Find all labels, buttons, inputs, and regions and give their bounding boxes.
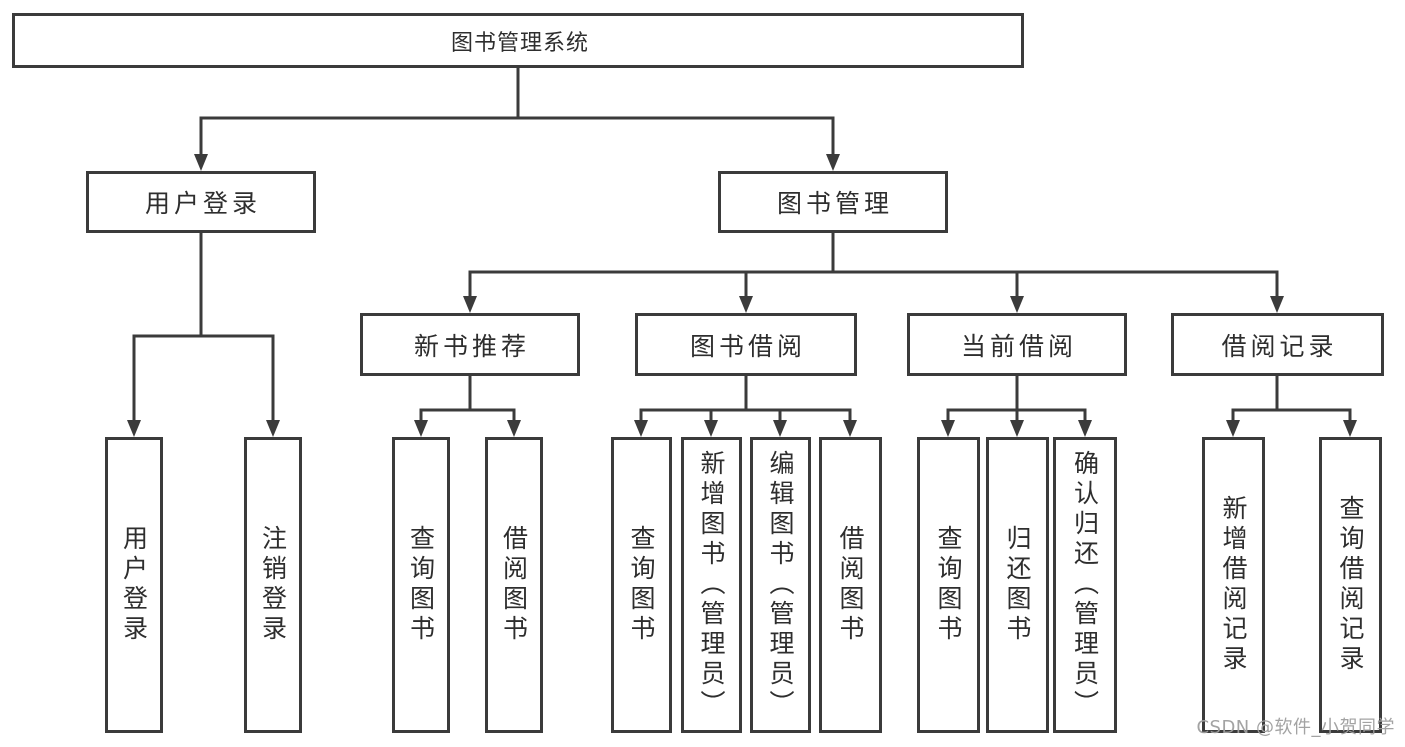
arrowhead — [941, 420, 955, 437]
node-label: 编辑图书（管理员） — [766, 450, 795, 720]
node-label: 借阅图书 — [499, 525, 529, 645]
node-user-login: 用户登录 — [86, 171, 316, 233]
node-label: 确认归还（管理员） — [1070, 450, 1100, 720]
leaf-return-books: 归还图书 — [986, 437, 1049, 733]
arrowhead — [843, 420, 857, 437]
arrowhead — [773, 420, 787, 437]
node-label: 借阅记录 — [1221, 331, 1338, 361]
connector-records-to-leaves — [1226, 374, 1357, 437]
arrowhead — [1010, 420, 1024, 437]
node-book-borrow: 图书借阅 — [635, 313, 857, 376]
node-label: 查询图书 — [934, 525, 963, 645]
node-label: 归还图书 — [1003, 525, 1032, 645]
node-label: 注销登录 — [258, 525, 288, 645]
leaf-borrow-books: 借阅图书 — [819, 437, 882, 733]
leaf-query-books-recommend: 查询图书 — [392, 437, 450, 733]
node-borrow-records: 借阅记录 — [1171, 313, 1384, 376]
connector-userlogin-to-leaves — [127, 231, 280, 437]
leaf-user-login: 用户登录 — [105, 437, 163, 733]
arrowhead — [1078, 420, 1092, 437]
connector-bookmgmt-to-level3 — [463, 231, 1284, 313]
arrowhead — [1270, 296, 1284, 313]
leaf-query-borrow-record: 查询借阅记录 — [1319, 437, 1382, 733]
leaf-add-borrow-record: 新增借阅记录 — [1202, 437, 1265, 733]
node-library-system: 图书管理系统 — [12, 13, 1024, 68]
node-current-borrow: 当前借阅 — [907, 313, 1127, 376]
leaf-logout: 注销登录 — [244, 437, 302, 733]
arrowhead — [1226, 420, 1240, 437]
connector-root-to-level2 — [194, 66, 840, 171]
leaf-edit-books-admin: 编辑图书（管理员） — [750, 437, 811, 733]
node-new-book-recommend: 新书推荐 — [360, 313, 580, 376]
connector-current-to-leaves — [941, 374, 1092, 437]
node-label: 用户登录 — [119, 525, 149, 645]
arrowhead — [704, 420, 718, 437]
leaf-borrow-books-recommend: 借阅图书 — [485, 437, 543, 733]
node-label: 新增图书（管理员） — [697, 450, 726, 720]
node-label: 图书管理系统 — [450, 30, 589, 56]
arrowhead — [634, 420, 648, 437]
arrowhead — [826, 154, 840, 171]
node-label: 图书借阅 — [689, 331, 806, 361]
arrowhead — [739, 296, 753, 313]
node-label: 新书推荐 — [413, 331, 530, 361]
arrowhead — [127, 420, 141, 437]
arrowhead — [1010, 296, 1024, 313]
node-book-management: 图书管理 — [718, 171, 948, 233]
node-label: 图书管理 — [776, 189, 893, 218]
leaf-confirm-return-admin: 确认归还（管理员） — [1053, 437, 1117, 733]
connector-borrow-to-leaves — [634, 374, 857, 437]
node-label: 当前借阅 — [960, 331, 1077, 361]
leaf-query-books-current: 查询图书 — [917, 437, 980, 733]
leaf-add-books-admin: 新增图书（管理员） — [681, 437, 742, 733]
arrowhead — [414, 420, 428, 437]
node-label: 用户登录 — [144, 189, 261, 218]
arrowhead — [1343, 420, 1357, 437]
node-label: 查询借阅记录 — [1336, 495, 1365, 675]
node-label: 借阅图书 — [836, 525, 865, 645]
node-label: 查询图书 — [627, 525, 656, 645]
arrowhead — [463, 296, 477, 313]
node-label: 查询图书 — [406, 525, 436, 645]
connector-newbooks-to-leaves — [414, 374, 521, 437]
arrowhead — [507, 420, 521, 437]
leaf-query-books-borrow: 查询图书 — [611, 437, 672, 733]
node-label: 新增借阅记录 — [1219, 495, 1248, 675]
arrowhead — [266, 420, 280, 437]
arrowhead — [194, 154, 208, 171]
